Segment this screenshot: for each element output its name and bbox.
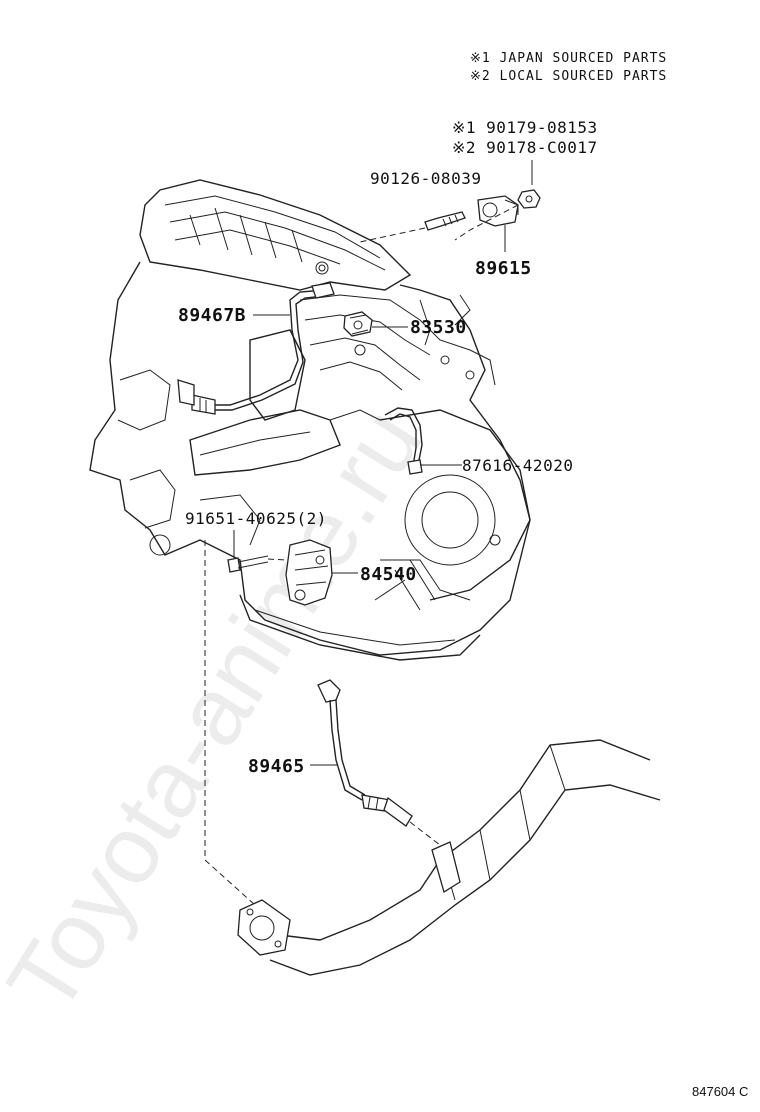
note-local-sourced: ※2 LOCAL SOURCED PARTS [470,69,667,84]
oil-pressure-switch-part [343,311,373,337]
oxygen-sensor-lower-part [317,679,413,827]
stud-bolt-part [424,211,466,231]
label-84540: 84540 [360,564,417,585]
label-83530: 83530 [410,317,467,338]
label-90179-08153: ※1 90179-08153 [452,118,598,137]
knock-sensor-part [477,195,519,227]
label-90178-C0017: ※2 90178-C0017 [452,138,598,157]
label-91651-40625: 91651-40625(2) [185,509,327,528]
nut-part [517,189,541,209]
label-89465: 89465 [248,756,305,777]
engine-illustration [89,179,531,661]
bolt-part [227,555,269,573]
air-fuel-sensor-upper-part [177,282,335,415]
diagram-code: 847604 C [692,1084,748,1099]
label-89467B: 89467B [178,305,246,326]
label-87616-42020: 87616-42020 [462,456,573,475]
note-japan-sourced: ※1 JAPAN SOURCED PARTS [470,51,667,66]
label-89615: 89615 [475,258,532,279]
label-90126-08039: 90126-08039 [370,169,481,188]
exhaust-pipe [237,739,661,976]
neutral-start-switch-part [285,539,333,606]
watermark: Toyota-anime.ru [0,391,443,1031]
cover-part [384,407,423,475]
